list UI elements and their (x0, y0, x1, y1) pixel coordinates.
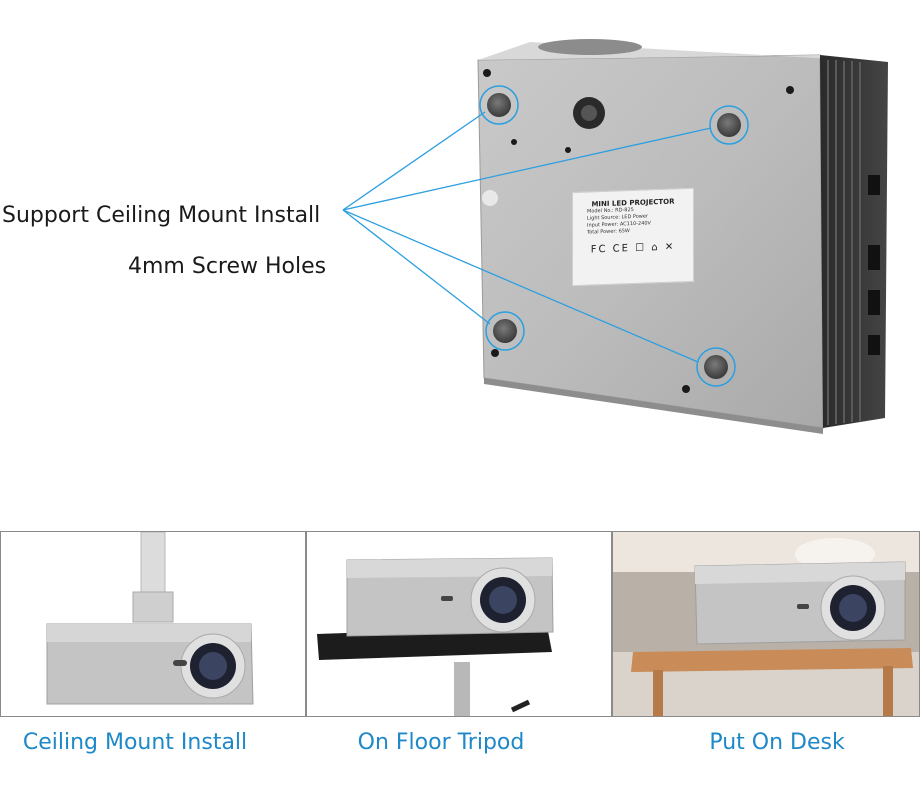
tripod-illustration (307, 532, 611, 716)
desk-illustration (613, 532, 919, 716)
ceiling-mount-label: Ceiling Mount Install (22, 730, 248, 755)
screw-holes-caption: 4mm Screw Holes (128, 254, 327, 279)
on-desk-photo (612, 531, 920, 717)
spec-label-plate: MINI LED PROJECTOR Model No.: RD-825 Lig… (572, 187, 694, 287)
on-desk-label: Put On Desk (709, 730, 845, 755)
ceiling-mount-caption: Support Ceiling Mount Install (2, 203, 321, 228)
ceiling-mount-photo (0, 531, 306, 717)
certification-logos: FC CE ☐ ⌂ ✕ (590, 241, 676, 256)
ceiling-mount-illustration (1, 532, 305, 716)
floor-tripod-label: On Floor Tripod (357, 730, 525, 755)
projector-bottom-view (342, 39, 888, 434)
floor-tripod-photo (306, 531, 612, 717)
